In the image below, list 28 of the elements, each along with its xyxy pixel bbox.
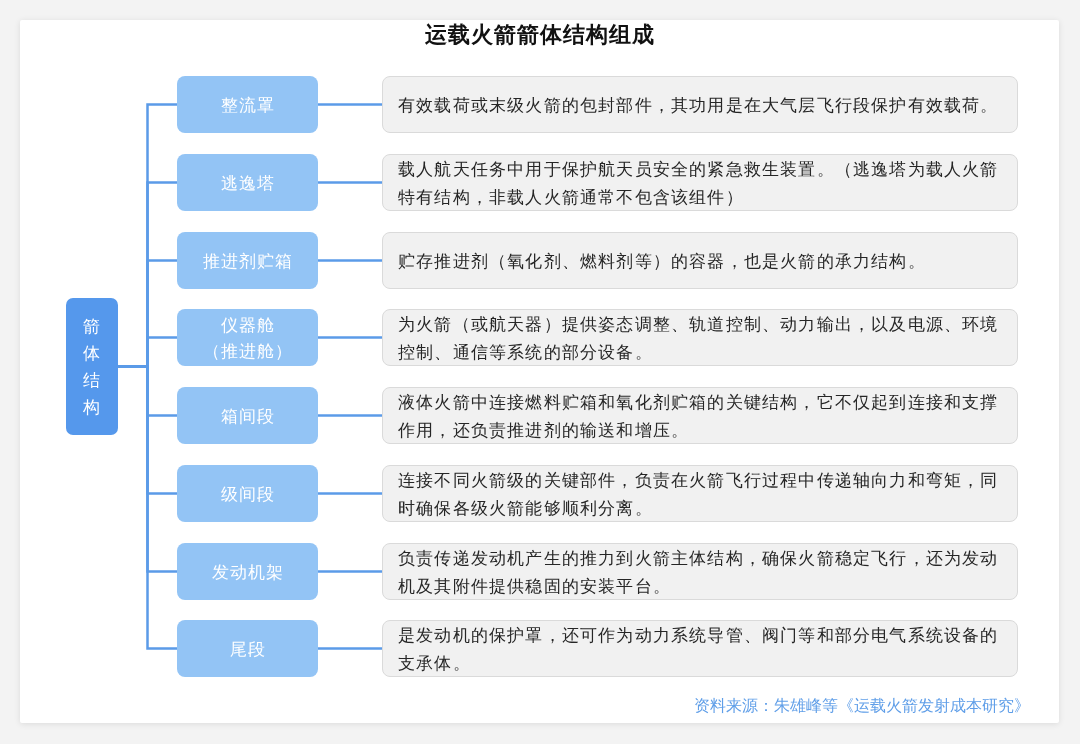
component-box: 仪器舱（推进舱）: [177, 309, 318, 366]
connector-line: [318, 336, 382, 339]
description-box: 为火箭（或航天器）提供姿态调整、轨道控制、动力输出，以及电源、环境控制、通信等系统的部分设备。: [382, 309, 1018, 366]
description-box: 负责传递发动机产生的推力到火箭主体结构，确保火箭稳定飞行，还为发动机及其附件提供稳固的安装平台。: [382, 543, 1018, 600]
connector-line: [318, 492, 382, 495]
component-box: 逃逸塔: [177, 154, 318, 211]
component-box: 尾段: [177, 620, 318, 677]
description-box: 是发动机的保护罩，还可作为动力系统导管、阀门等和部分电气系统设备的支承体。: [382, 620, 1018, 677]
component-box: 发动机架: [177, 543, 318, 600]
source-note: 资料来源：朱雄峰等《运载火箭发射成本研究》: [694, 696, 1030, 716]
description-box: 贮存推进剂（氧化剂、燃料剂等）的容器，也是火箭的承力结构。: [382, 232, 1018, 289]
connector-line: [318, 647, 382, 650]
description-box: 载人航天任务中用于保护航天员安全的紧急救生装置。（逃逸塔为载人火箭特有结构，非载人火箭通常不包含该组件）: [382, 154, 1018, 211]
component-box: 级间段: [177, 465, 318, 522]
title: 运载火箭箭体结构组成: [425, 22, 655, 48]
description-box: 液体火箭中连接燃料贮箱和氧化剂贮箱的关键结构，它不仅起到连接和支撑作用，还负责推进剂的输送和增压。: [382, 387, 1018, 444]
connector-line: [318, 414, 382, 417]
connector-line: [318, 259, 382, 262]
connector-line: [318, 103, 382, 106]
connector-line: [318, 570, 382, 573]
root-box: 箭体结构: [66, 298, 118, 435]
description-box: 有效载荷或末级火箭的包封部件，其功用是在大气层飞行段保护有效载荷。: [382, 76, 1018, 133]
connector-line: [118, 365, 177, 650]
component-box: 推进剂贮箱: [177, 232, 318, 289]
description-box: 连接不同火箭级的关键部件，负责在火箭飞行过程中传递轴向力和弯矩，同时确保各级火箭能够顺利分离。: [382, 465, 1018, 522]
connector-line: [318, 181, 382, 184]
component-box: 箱间段: [177, 387, 318, 444]
component-box: 整流罩: [177, 76, 318, 133]
